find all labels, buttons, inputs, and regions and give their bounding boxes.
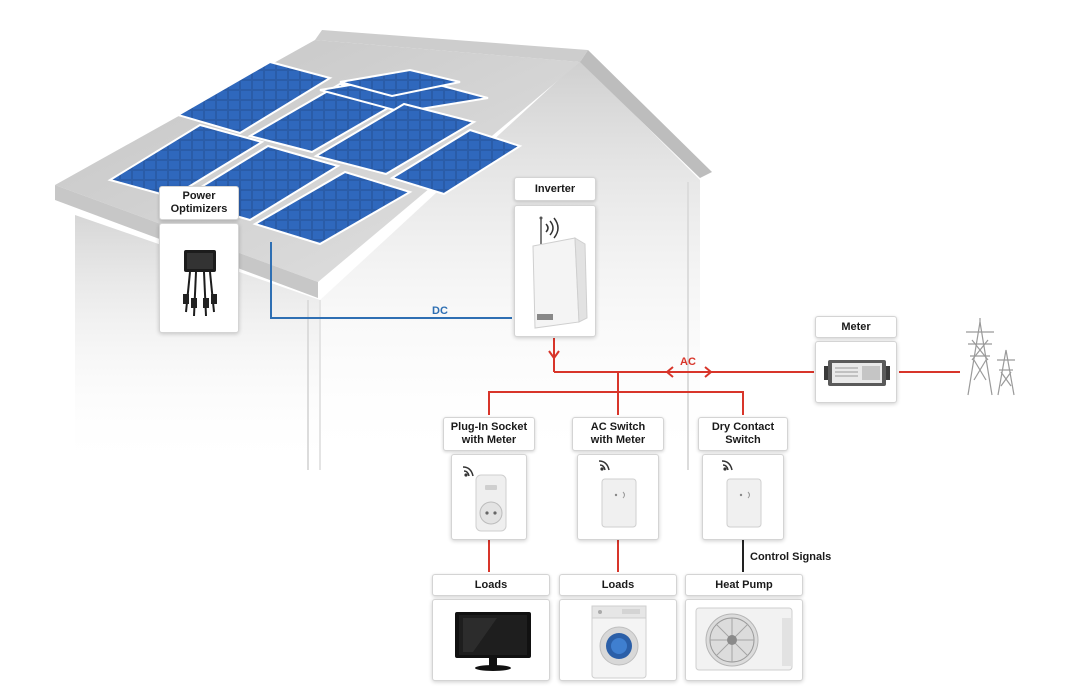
house-wall-left bbox=[75, 215, 320, 470]
ac-down-arrow bbox=[548, 350, 560, 360]
ac-left-arrow bbox=[665, 366, 674, 378]
roof-fascia-right bbox=[580, 50, 712, 178]
power-optimizers-label: Power Optimizers bbox=[159, 186, 239, 220]
meter-box[interactable] bbox=[815, 341, 897, 403]
solar-panel bbox=[389, 128, 523, 196]
meter-label: Meter bbox=[815, 316, 897, 338]
ac-label: AC bbox=[680, 356, 696, 368]
ac-switch-box[interactable] bbox=[577, 454, 659, 540]
tv-icon bbox=[455, 612, 531, 671]
ac-wire-branch bbox=[488, 391, 744, 415]
load-label-washer: Loads bbox=[559, 574, 677, 596]
ac-switch-icon bbox=[598, 460, 637, 528]
heat-pump-icon bbox=[695, 607, 793, 671]
dry-contact-icon bbox=[721, 460, 762, 528]
inverter-box[interactable] bbox=[514, 205, 596, 337]
solar-panel bbox=[175, 60, 333, 135]
control-signals-label: Control Signals bbox=[750, 551, 832, 563]
wifi-icon bbox=[462, 466, 474, 477]
house-gable bbox=[320, 60, 700, 470]
solar-panel bbox=[252, 170, 413, 246]
dry-contact-box[interactable] bbox=[702, 454, 784, 540]
washing-machine-icon bbox=[591, 605, 647, 679]
inverter-icon bbox=[532, 216, 588, 329]
meter-icon bbox=[824, 360, 890, 386]
plug-socket-icon bbox=[462, 466, 507, 532]
solar-panel bbox=[107, 123, 265, 199]
ac-switch-label: AC Switch with Meter bbox=[572, 417, 664, 451]
ac-right-arrow bbox=[704, 366, 713, 378]
load-box-heat-pump[interactable] bbox=[685, 599, 803, 681]
dc-label: DC bbox=[432, 305, 448, 317]
plug-in-socket-box[interactable] bbox=[451, 454, 527, 540]
solar-array bbox=[107, 60, 523, 246]
dc-wire bbox=[270, 242, 512, 319]
load-box-washer[interactable] bbox=[559, 599, 677, 681]
solar-panel bbox=[313, 102, 477, 176]
solar-panel bbox=[339, 68, 461, 98]
grid-tower-icon bbox=[966, 318, 1015, 396]
power-optimizers-box[interactable] bbox=[159, 223, 239, 333]
dry-contact-label: Dry Contact Switch bbox=[698, 417, 788, 451]
plug-in-socket-label: Plug-In Socket with Meter bbox=[443, 417, 535, 451]
load-label-heat-pump: Heat Pump bbox=[685, 574, 803, 596]
load-box-tv[interactable] bbox=[432, 599, 550, 681]
ac-wires bbox=[488, 338, 960, 572]
inverter-label: Inverter bbox=[514, 177, 596, 201]
load-label-tv: Loads bbox=[432, 574, 550, 596]
wifi-icon bbox=[721, 460, 733, 471]
roof-ridge bbox=[315, 30, 588, 62]
optimizer-icon bbox=[183, 250, 217, 317]
wifi-icon bbox=[598, 460, 610, 471]
